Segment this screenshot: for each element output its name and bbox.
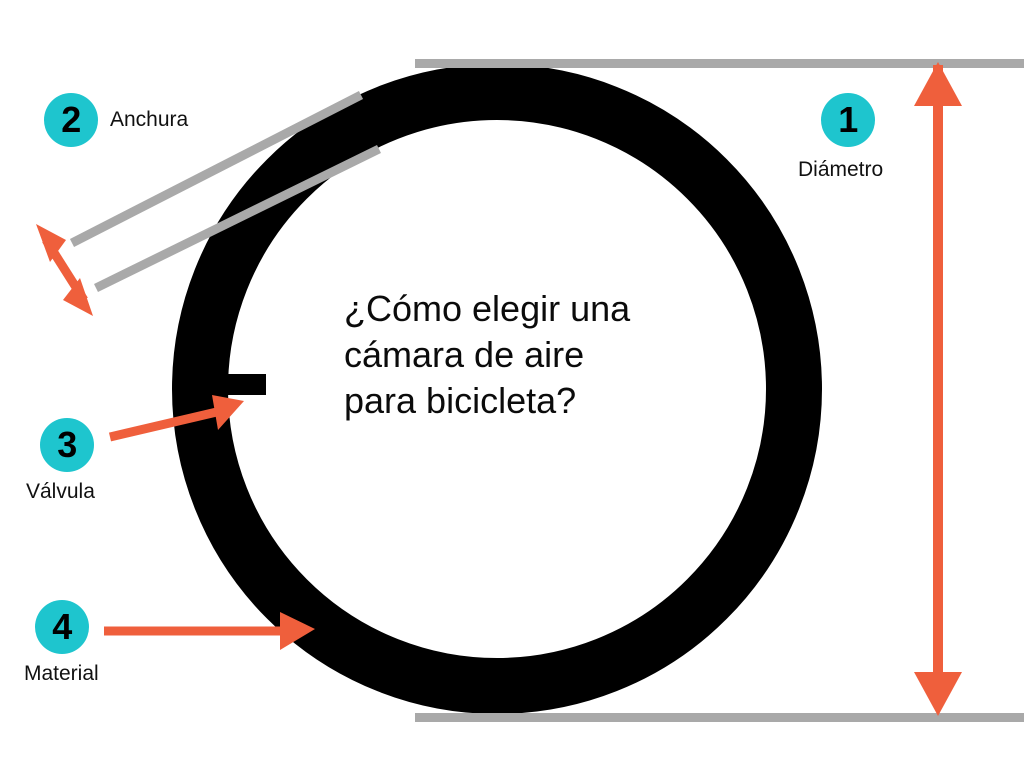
anchura-arrow (36, 224, 93, 316)
callout-label-valvula: Válvula (26, 480, 95, 503)
callout-label-material: Material (24, 662, 99, 685)
callout-label-diametro: Diámetro (798, 158, 884, 181)
headline: ¿Cómo elegir una cámara de aire para bic… (344, 286, 724, 424)
material-arrow (104, 612, 315, 650)
callout-badge-1[interactable]: 1 (821, 93, 875, 147)
callout-badge-4[interactable]: 4 (35, 600, 89, 654)
diametro-arrow (914, 62, 962, 716)
headline-line-3: para bicicleta? (344, 380, 577, 421)
top-measurement-guide (415, 59, 1024, 68)
width-guide-inner-line (94, 144, 381, 293)
width-guide-outer-line (69, 90, 364, 248)
callout-badge-2[interactable]: 2 (44, 93, 98, 147)
callout-label-anchura: Anchura (110, 108, 189, 131)
callout-badge-3[interactable]: 3 (40, 418, 94, 472)
headline-line-1: ¿Cómo elegir una (344, 288, 631, 329)
inner-tube-ring (172, 64, 822, 714)
valvula-arrow (108, 395, 244, 442)
valve-stem (214, 374, 266, 395)
bottom-measurement-guide (415, 713, 1024, 722)
headline-line-2: cámara de aire (344, 334, 585, 375)
